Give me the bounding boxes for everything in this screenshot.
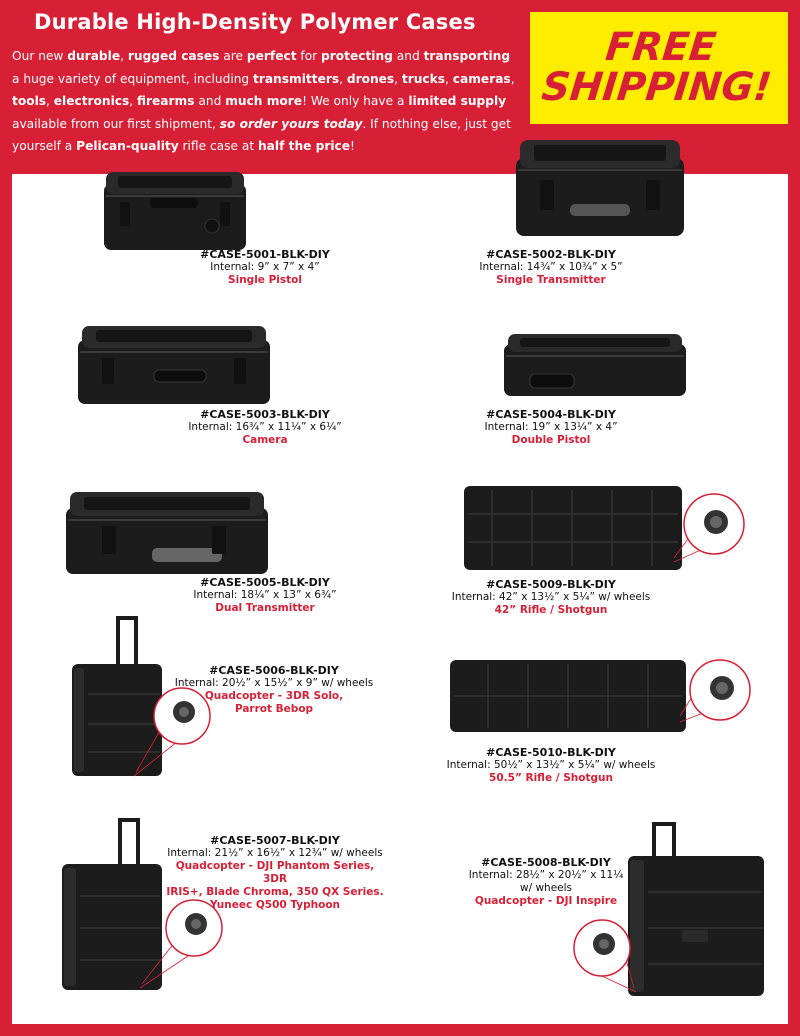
product-code: #CASE-5009-BLK-DIY <box>486 578 616 591</box>
intro-run: ! We only have a <box>302 94 409 109</box>
intro-run: trucks <box>401 71 446 86</box>
intro-run: , <box>394 71 402 86</box>
intro-run: transporting <box>423 49 511 63</box>
intro-run: durable <box>67 49 121 63</box>
product-code: #CASE-5001-BLK-DIY <box>200 248 330 261</box>
product-code: #CASE-5003-BLK-DIY <box>200 408 330 421</box>
product-use: Yuneec Q500 Typhoon <box>209 899 341 911</box>
intro-run: half the price <box>258 139 351 154</box>
product-use: Quadcopter - DJI Inspire <box>474 895 618 907</box>
case-5007-image <box>54 816 224 996</box>
intro-run: cameras <box>452 71 511 86</box>
case-5006-label: #CASE-5006-BLK-DIY Internal: 20½” x 15½”… <box>174 664 374 716</box>
product-use: IRIS+, Blade Chroma, 350 QX Series. <box>166 886 384 898</box>
intro-run: drones <box>346 71 395 86</box>
product-dims: Internal: 9” x 7” x 4” <box>210 261 320 273</box>
product-code: #CASE-5002-BLK-DIY <box>486 248 616 261</box>
case-5002-image <box>510 136 690 241</box>
product-code: #CASE-5010-BLK-DIY <box>486 746 616 759</box>
product-code: #CASE-5008-BLK-DIY <box>481 856 611 869</box>
case-5010-image <box>448 656 758 738</box>
intro-run: , <box>129 94 137 109</box>
intro-run: , <box>339 71 347 86</box>
product-code: #CASE-5006-BLK-DIY <box>209 664 339 677</box>
intro-run: are <box>219 49 247 63</box>
product-use: Single Transmitter <box>496 274 606 286</box>
case-5008-image <box>572 820 772 1002</box>
intro-run: so order yours today <box>219 116 363 131</box>
free-shipping-badge: FREE SHIPPING! <box>530 12 788 124</box>
case-5001-image <box>100 168 250 253</box>
case-5003-label: #CASE-5003-BLK-DIY Internal: 16¾” x 11¼”… <box>180 408 350 447</box>
case-5005-label: #CASE-5005-BLK-DIY Internal: 18¼” x 13” … <box>180 576 350 615</box>
product-dims: Internal: 14¾” x 10¾” x 5” <box>479 261 623 273</box>
intro-run: transmitters <box>253 71 340 86</box>
case-5007-label: #CASE-5007-BLK-DIY Internal: 21½” x 16½”… <box>166 834 384 912</box>
intro-run: tools <box>12 94 47 109</box>
product-use: Quadcopter - 3DR Solo, <box>204 690 344 702</box>
intro-run: , <box>510 71 515 86</box>
case-5003-image <box>74 322 274 407</box>
case-5004-label: #CASE-5004-BLK-DIY Internal: 19” x 13¼” … <box>466 408 636 447</box>
product-dims: Internal: 20½” x 15½” x 9” w/ wheels <box>174 677 374 689</box>
intro-run: for <box>296 49 322 63</box>
case-5010-label: #CASE-5010-BLK-DIY Internal: 50½” x 13½”… <box>446 746 656 785</box>
product-code: #CASE-5004-BLK-DIY <box>486 408 616 421</box>
product-dims: Internal: 28½” x 20½” x 11¼ <box>468 869 624 881</box>
intro-run: protecting <box>321 49 393 63</box>
intro-run: firearms <box>137 94 195 109</box>
intro-run: rifle case at <box>178 139 258 154</box>
intro-run: rugged cases <box>127 49 220 63</box>
product-use: Quadcopter - DJI Phantom Series, 3DR <box>175 860 375 885</box>
intro-paragraph: Our new durable, rugged cases are perfec… <box>12 45 518 158</box>
product-dims: Internal: 42” x 13½” x 5¼” w/ wheels <box>451 591 651 603</box>
case-5009-label: #CASE-5009-BLK-DIY Internal: 42” x 13½” … <box>446 578 656 617</box>
product-use: 50.5” Rifle / Shotgun <box>489 772 613 784</box>
case-5009-image <box>462 484 752 574</box>
intro-run: electronics <box>53 94 130 109</box>
case-5008-label: #CASE-5008-BLK-DIY Internal: 28½” x 20½”… <box>464 856 628 908</box>
intro-run: , <box>445 71 453 86</box>
intro-run: Our new <box>12 49 68 63</box>
case-5001-label: #CASE-5001-BLK-DIY Internal: 9” x 7” x 4… <box>180 248 350 287</box>
product-dims: Internal: 19” x 13¼” x 4” <box>484 421 618 433</box>
intro-run: and <box>392 49 424 63</box>
intro-run: ! <box>350 139 355 154</box>
product-dims: Internal: 50½” x 13½” x 5¼” w/ wheels <box>446 759 656 771</box>
product-code: #CASE-5005-BLK-DIY <box>200 576 330 589</box>
intro-run: , <box>46 94 54 109</box>
product-use: Parrot Bebop <box>234 703 314 715</box>
product-use: Double Pistol <box>511 434 591 446</box>
product-dims-2: w/ wheels <box>519 882 572 894</box>
page-title: Durable High-Density Polymer Cases <box>34 10 476 34</box>
case-5006-image <box>64 614 214 784</box>
intro-run: . If nothing else, just get yourself a <box>12 116 511 154</box>
product-use: 42” Rifle / Shotgun <box>494 604 608 616</box>
intro-run: perfect <box>246 49 297 63</box>
product-use: Dual Transmitter <box>215 602 315 614</box>
case-5004-image <box>500 330 690 400</box>
promo-line-1: FREE <box>603 25 719 70</box>
product-use: Single Pistol <box>228 274 302 286</box>
intro-run: and <box>194 94 226 109</box>
product-dims: Internal: 18¼” x 13” x 6¾” <box>193 589 337 601</box>
product-dims: Internal: 21½” x 16½” x 12¾” w/ wheels <box>167 847 383 859</box>
product-use: Camera <box>242 434 288 446</box>
product-dims: Internal: 16¾” x 11¼” x 6¼” <box>188 421 342 433</box>
intro-run: much more <box>225 94 303 109</box>
case-5005-image <box>62 488 272 578</box>
promo-line-2: SHIPPING! <box>539 65 774 110</box>
intro-run: a huge variety of equipment, including <box>12 71 254 86</box>
intro-run: limited supply <box>408 94 507 109</box>
product-code: #CASE-5007-BLK-DIY <box>210 834 340 847</box>
intro-run: Pelican-quality <box>76 139 179 154</box>
intro-run: , <box>120 49 128 63</box>
case-5002-label: #CASE-5002-BLK-DIY Internal: 14¾” x 10¾”… <box>466 248 636 287</box>
intro-run: available from our first shipment, <box>12 116 220 131</box>
